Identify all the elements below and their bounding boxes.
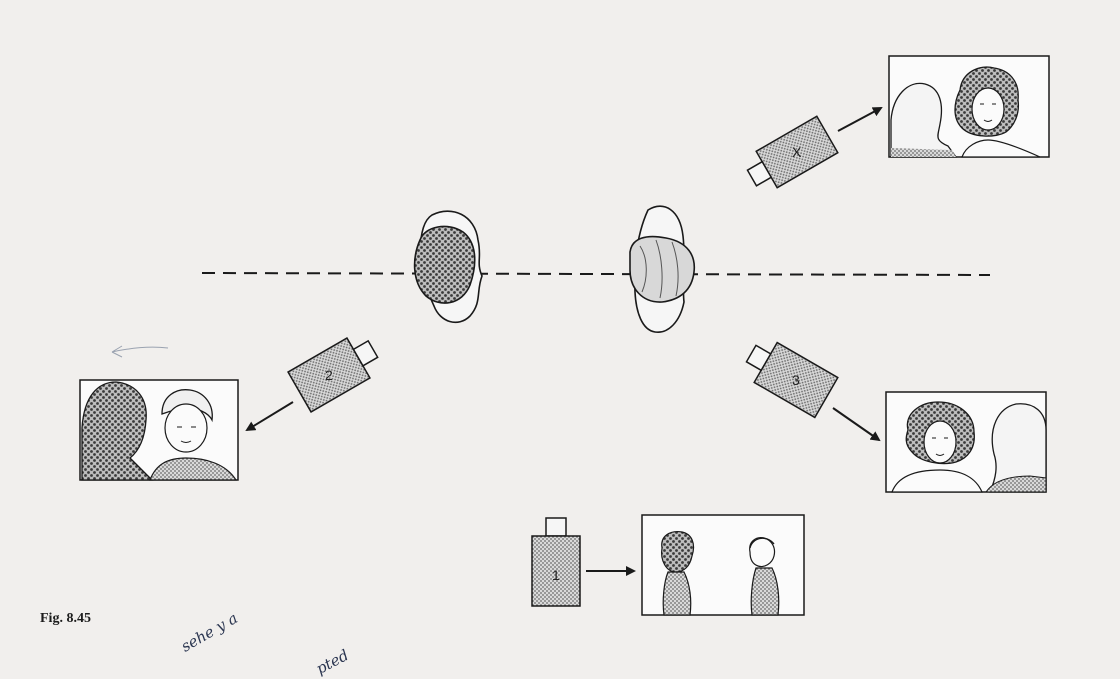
frame-3-girl-shoulders xyxy=(891,469,983,493)
camera-2-label: 2 xyxy=(325,367,333,383)
frame-camera-x xyxy=(888,55,1050,158)
camera-x-lens xyxy=(746,160,773,187)
actor-right-topdown xyxy=(629,205,696,333)
frame-camera-2 xyxy=(79,379,239,481)
camera-3-label: 3 xyxy=(792,372,800,388)
axis-line xyxy=(201,272,991,276)
frame-1-girl-hair xyxy=(661,531,695,573)
camera-2-lens xyxy=(352,339,379,367)
arrow-camera-3 xyxy=(832,407,881,442)
pencil-arrow-mark xyxy=(111,345,169,358)
camera-3-lens xyxy=(745,344,772,372)
frame-2-boy-shirt xyxy=(149,457,238,481)
arrow-camera-x xyxy=(837,107,883,132)
camera-x-label: X xyxy=(792,144,802,160)
frame-3-boy-back xyxy=(989,403,1047,493)
frame-2-boy-face xyxy=(164,403,208,453)
camera-2: 2 xyxy=(287,337,379,413)
frame-2-girl-back xyxy=(81,381,154,481)
frame-3-girl-face xyxy=(923,420,957,464)
frame-x-boy-back xyxy=(890,82,958,158)
camera-3: 3 xyxy=(745,341,839,419)
camera-1-lens xyxy=(545,517,567,537)
frame-1-girl-body xyxy=(662,571,692,616)
frame-camera-1 xyxy=(641,514,805,616)
frame-1-boy-body xyxy=(750,567,780,616)
frame-x-girl-face xyxy=(971,87,1005,131)
actor-left-head xyxy=(413,225,476,304)
camera-1: 1 xyxy=(531,517,581,607)
frame-camera-3 xyxy=(885,391,1047,493)
camera-1-body xyxy=(531,535,581,607)
actor-left-topdown xyxy=(413,210,483,324)
actor-right-hair-lines xyxy=(639,239,679,299)
camera-x: X xyxy=(746,115,839,189)
frame-x-girl-shoulders xyxy=(961,139,1041,158)
arrow-camera-2 xyxy=(245,401,294,432)
camera-1-label: 1 xyxy=(552,567,560,583)
figure-caption: Fig. 8.45 xyxy=(40,611,91,626)
frame-1-boy-head xyxy=(749,537,776,568)
